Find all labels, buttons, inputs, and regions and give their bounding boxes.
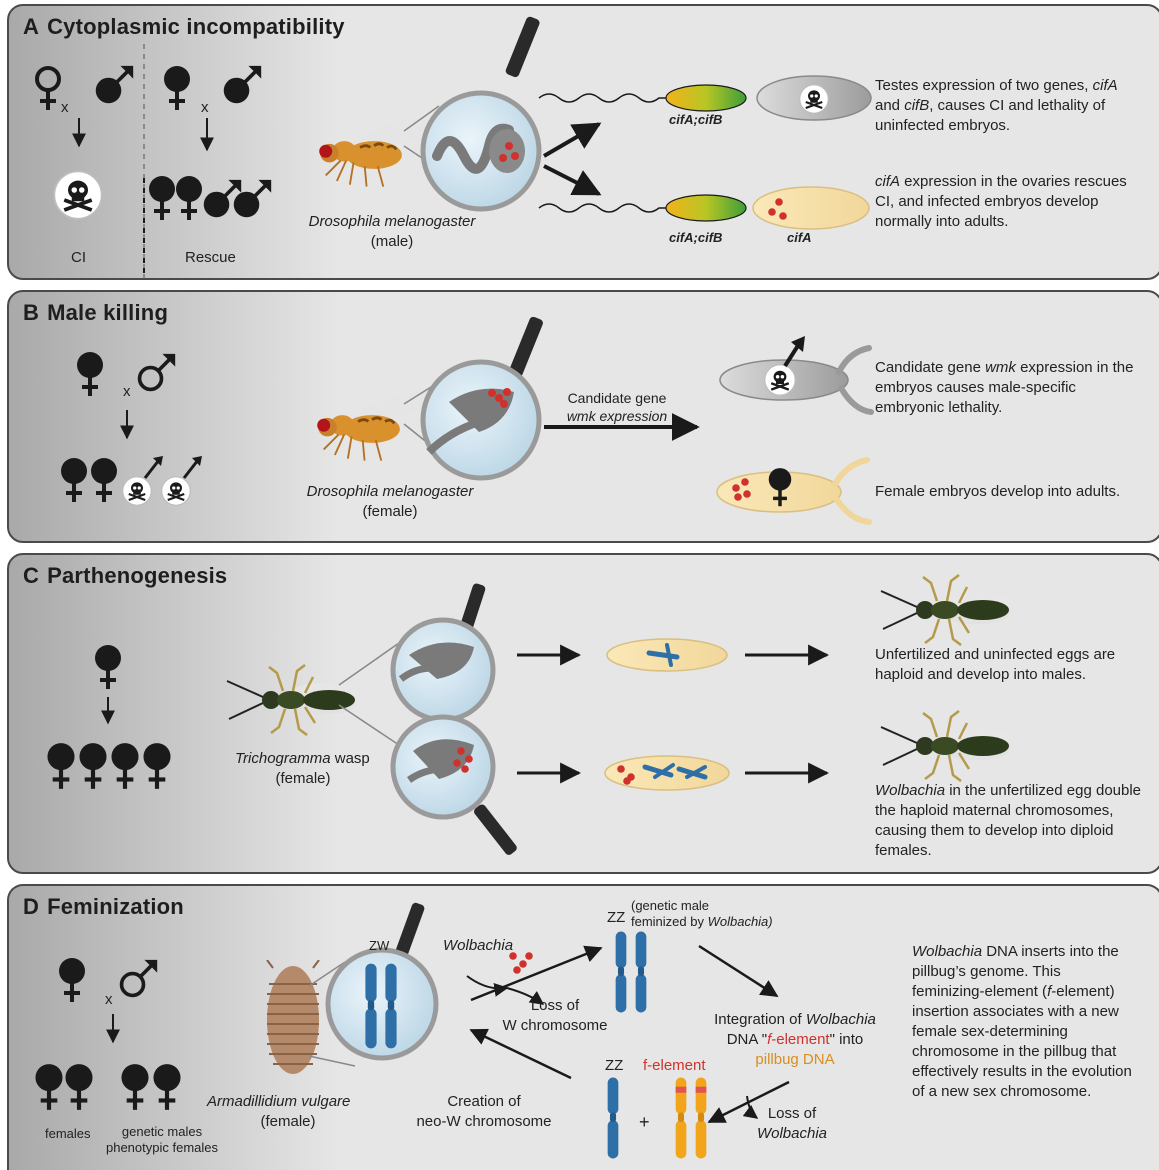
rescue-label: Rescue	[185, 248, 236, 268]
sex-label: (female)	[235, 769, 371, 789]
f-element-chromosome	[676, 1078, 687, 1159]
loss-w-label: W chromosome	[495, 1016, 615, 1036]
species-name: Drosophila melanogaster	[302, 212, 482, 232]
gene-label: cifA;cifB	[669, 112, 722, 128]
zz-note: (genetic male	[631, 898, 709, 914]
infected-egg	[753, 187, 869, 229]
cross-x: x	[201, 98, 209, 118]
integration-label: Integration of Wolbachia	[704, 1010, 886, 1030]
skull-icon	[54, 171, 102, 219]
description-male-killing: Candidate gene wmk expression in the emb…	[875, 358, 1134, 418]
genetic-males-label: phenotypic females	[97, 1140, 227, 1156]
female-symbol-icon	[37, 68, 59, 110]
zz-chromosome	[616, 932, 627, 1013]
cross-x: x	[61, 98, 69, 118]
description-diploid: Wolbachia in the unfertilized egg double…	[875, 781, 1141, 861]
zz-note: feminized by Wolbachia)	[631, 914, 773, 930]
zz-bottom-label: ZZ	[605, 1056, 623, 1076]
ci-label: CI	[71, 248, 86, 268]
zw-label: ZW	[369, 936, 389, 956]
arrow-label: wmk expression	[557, 406, 677, 426]
arrow-label: Candidate gene	[557, 388, 677, 408]
integration-label: DNA "f-element" into	[704, 1030, 886, 1050]
sperm-head	[666, 85, 746, 111]
drosophila-fly-icon	[317, 385, 436, 461]
females-label: females	[45, 1126, 91, 1142]
description-ci: Testes expression of two genes, cifA and…	[875, 76, 1118, 136]
loss-w-label: Loss of	[495, 996, 615, 1016]
description-haploid: Unfertilized and uninfected eggs are hap…	[875, 645, 1115, 685]
description-feminization: Wolbachia DNA inserts into the pillbug’s…	[912, 942, 1132, 1102]
description-rescue: cifA expression in the ovaries rescues C…	[875, 172, 1127, 232]
cross-x: x	[105, 990, 113, 1010]
panel-a-graphics	[9, 6, 1159, 278]
sex-label: (female)	[207, 1112, 369, 1132]
zz-chromosome	[636, 932, 647, 1013]
f-element-label: f-element	[643, 1056, 706, 1076]
loss-wolbachia-label: Loss of	[747, 1104, 837, 1124]
gene-label: cifA	[787, 230, 812, 246]
infected-male-symbol-icon	[96, 66, 133, 103]
infected-male-symbol-icon	[224, 66, 261, 103]
male-wasp-icon	[881, 575, 1013, 645]
infected-female-symbol-icon	[95, 645, 121, 689]
creation-label: Creation of	[409, 1092, 559, 1112]
wolbachia-label: Wolbachia	[443, 936, 513, 956]
gene-label: cifA;cifB	[669, 230, 722, 246]
male-symbol-icon	[140, 354, 176, 390]
trichogramma-wasp-icon	[227, 665, 359, 735]
creation-label: neo-W chromosome	[409, 1112, 559, 1132]
species-name: Drosophila melanogaster	[295, 482, 485, 502]
female-wasp-icon	[881, 711, 1013, 781]
description-female-embryos: Female embryos develop into adults.	[875, 482, 1120, 502]
zz-top-label: ZZ	[607, 908, 625, 928]
sex-label: (male)	[302, 232, 482, 252]
male-symbol-icon	[122, 960, 158, 996]
infected-female-symbol-icon	[59, 958, 85, 1002]
loss-wolbachia-label: Wolbachia	[747, 1124, 837, 1144]
plus-sign: +	[639, 1112, 650, 1132]
infected-female-symbol-icon	[77, 352, 103, 396]
species-name: Trichogramma wasp	[235, 749, 370, 769]
infected-female-symbol-icon	[164, 66, 190, 110]
species-name: Armadillidium vulgare	[207, 1092, 350, 1112]
cross-x: x	[123, 382, 131, 402]
sex-label: (female)	[295, 502, 485, 522]
pillbug-dna-label: pillbug DNA	[704, 1050, 886, 1070]
